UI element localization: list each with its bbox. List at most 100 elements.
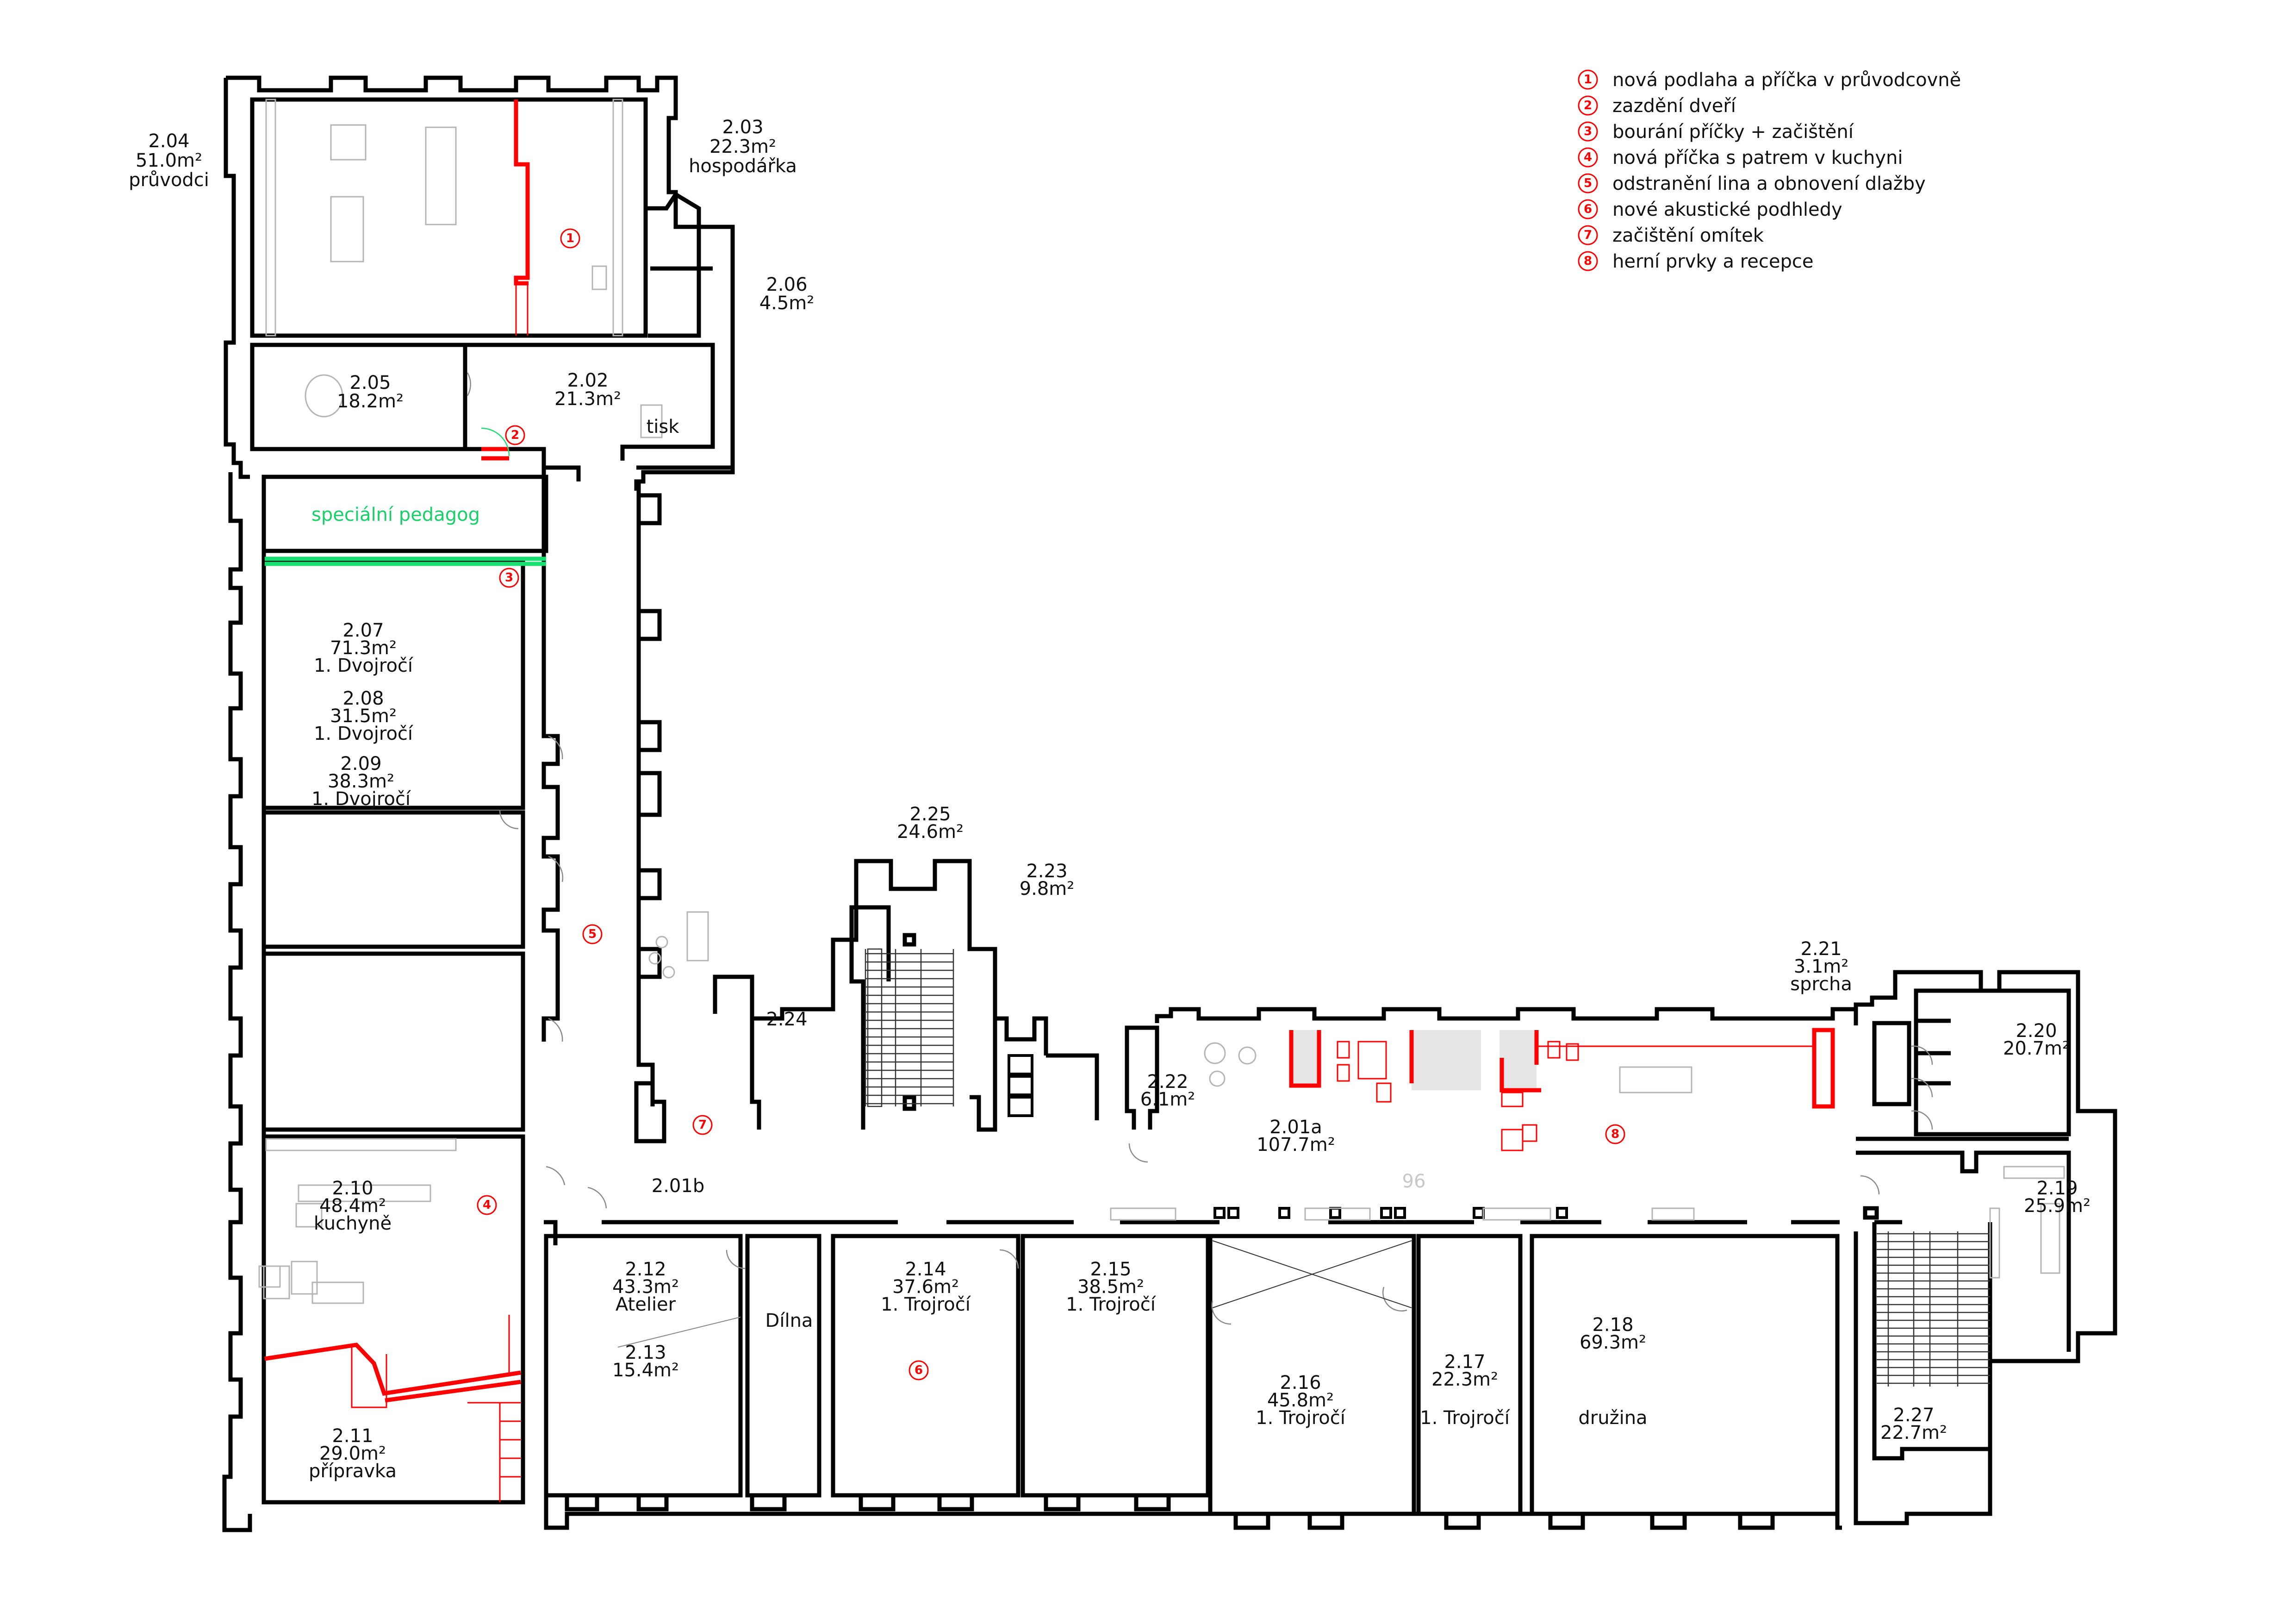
room-2-15-label: 2.15 38.5m² 1. Trojročí	[1066, 1259, 1157, 1315]
special-pedagogue-label: speciální pedagog	[311, 504, 480, 525]
marker-6: 6	[908, 1360, 929, 1380]
room-2-01b-label: 2.01b	[652, 1175, 704, 1197]
legend-item: 6 nové akustické podhledy	[1578, 199, 1842, 220]
south-wing-walls	[544, 1207, 1842, 1530]
doors	[467, 372, 1933, 1325]
legend-item: 3 bourání příčky + začištění	[1578, 121, 1854, 143]
room-area: 38.5m²	[1077, 1276, 1144, 1298]
room-id: 2.20	[2016, 1020, 2057, 1042]
room-name: kuchyně	[314, 1213, 392, 1234]
room-2-27-label: 2.27 22.7m²	[1880, 1405, 1947, 1443]
room-area: 38.3m²	[328, 771, 394, 792]
room-id: 2.25	[909, 804, 951, 825]
room-area: 71.3m²	[330, 637, 397, 659]
room-area: 22.3m²	[1431, 1369, 1498, 1390]
room-area: 51.0m²	[136, 150, 202, 171]
room-area: 43.3m²	[612, 1276, 679, 1298]
room-id: 2.11	[332, 1425, 373, 1447]
room-name: sprcha	[1790, 974, 1852, 995]
room-area: 69.3m²	[1580, 1332, 1646, 1353]
room-area: 15.4m²	[612, 1360, 679, 1381]
room-id: 2.21	[1800, 938, 1842, 960]
marker-8: 8	[1605, 1124, 1625, 1144]
room-2-09-label: 2.09 38.3m² 1. Dvojročí	[311, 753, 411, 810]
west-wing-walls	[222, 468, 666, 1532]
legend-text: nová příčka s patrem v kuchyni	[1612, 147, 1903, 169]
svg-text:6: 6	[915, 1363, 923, 1377]
room-2-03-label: 2.03 22.3m² hospodářka	[689, 117, 797, 177]
room-labels: 2.04 51.0m² průvodci 2.03 22.3m² hospodá…	[129, 117, 2091, 1482]
room-name: přípravka	[309, 1461, 397, 1482]
room-2-07-label: 2.07 71.3m² 1. Dvojročí	[314, 620, 414, 676]
marker-4: 4	[477, 1195, 497, 1215]
room-id: 2.03	[722, 117, 763, 138]
room-id: 2.08	[342, 688, 384, 709]
room-area: 9.8m²	[1020, 878, 1075, 899]
room-area: 4.5m²	[759, 293, 815, 314]
room-2-08-label: 2.08 31.5m² 1. Dvojročí	[314, 688, 414, 744]
room-area: 29.0m²	[319, 1443, 386, 1464]
room-id: 2.23	[1026, 861, 1067, 882]
marker-3: 3	[499, 568, 519, 588]
room-2-04-label: 2.04 51.0m² průvodci	[129, 131, 209, 191]
legend-text: herní prvky a recepce	[1612, 251, 1814, 272]
room-2-05-label: 2.05 18.2m²	[337, 372, 404, 412]
room-name: 1. Trojročí	[1066, 1294, 1157, 1315]
room-name: hospodářka	[689, 156, 797, 177]
room-2-14-label: 2.14 37.6m² 1. Trojročí	[881, 1259, 971, 1315]
room-2-13-label: 2.13 15.4m² Dílna	[612, 1310, 813, 1381]
furniture	[258, 99, 2065, 1304]
room-id: 2.27	[1893, 1405, 1934, 1426]
legend-text: zazdění dveří	[1612, 95, 1737, 117]
legend-number: 1	[1584, 73, 1592, 87]
marker-1: 1	[560, 228, 580, 249]
room-name: 1. Trojročí	[881, 1294, 971, 1315]
room-area: 22.7m²	[1880, 1422, 1947, 1443]
room-id: 2.06	[766, 274, 807, 295]
stairs-2-27	[1877, 1231, 1990, 1387]
svg-text:5: 5	[588, 927, 597, 941]
legend-number: 7	[1584, 228, 1592, 242]
room-id: 2.14	[905, 1259, 946, 1280]
legend: 1 nová podlaha a příčka v průvodcovně 2 …	[1578, 69, 1961, 272]
legend-item: 2 zazdění dveří	[1578, 95, 1737, 117]
room-id: 2.10	[332, 1178, 373, 1199]
room-2-21-label: 2.21 3.1m² sprcha	[1790, 938, 1852, 995]
room-id: 2.07	[342, 620, 384, 641]
room-name: 1. Dvojročí	[311, 788, 411, 810]
room-name: průvodci	[129, 169, 209, 191]
room-2-23-label: 2.23 9.8m²	[1020, 861, 1075, 899]
room-name: Dílna	[765, 1310, 813, 1331]
legend-number: 5	[1584, 176, 1592, 190]
room-id: 2.19	[2036, 1178, 2078, 1199]
room-2-18-label: 2.18 69.3m² družina	[1578, 1314, 1647, 1429]
svg-text:8: 8	[1611, 1127, 1619, 1141]
legend-item: 5 odstranění lina a obnovení dlažby	[1578, 173, 1926, 194]
legend-item: 7 začištění omítek	[1578, 225, 1764, 246]
room-2-19-label: 2.19 25.9m²	[2024, 1178, 2091, 1217]
room-id: 2.12	[625, 1259, 666, 1280]
room-name: družina	[1578, 1407, 1647, 1429]
room-id: 2.22	[1147, 1071, 1188, 1093]
legend-item: 4 nová příčka s patrem v kuchyni	[1578, 147, 1903, 169]
room-area: 18.2m²	[337, 391, 404, 412]
room-area: 20.7m²	[2003, 1038, 2070, 1059]
room-area: 6.1m²	[1140, 1089, 1195, 1110]
svg-text:2: 2	[511, 428, 519, 442]
room-2-11-label: 2.11 29.0m² přípravka	[309, 1425, 397, 1482]
room-name: 1. Dvojročí	[314, 723, 414, 744]
room-id: 2.18	[1592, 1314, 1633, 1336]
room-area: 24.6m²	[897, 821, 964, 843]
room-id: 2.15	[1090, 1259, 1131, 1280]
room-2-06-label: 2.06 4.5m²	[759, 274, 815, 314]
room-2-22-label: 2.22 6.1m²	[1140, 1071, 1195, 1110]
room-id: 2.09	[340, 753, 381, 775]
room-2-02-label: 2.02 21.3m² tisk	[554, 370, 679, 437]
legend-text: nové akustické podhledy	[1612, 199, 1842, 220]
legend-number: 8	[1584, 254, 1592, 268]
room-id: 2.04	[148, 131, 189, 152]
central-core-walls	[713, 859, 2117, 1525]
room-2-17-label: 2.17 22.3m² 1. Trojročí	[1420, 1351, 1511, 1429]
room-name: Atelier	[616, 1294, 676, 1315]
print-label: tisk	[647, 416, 680, 437]
